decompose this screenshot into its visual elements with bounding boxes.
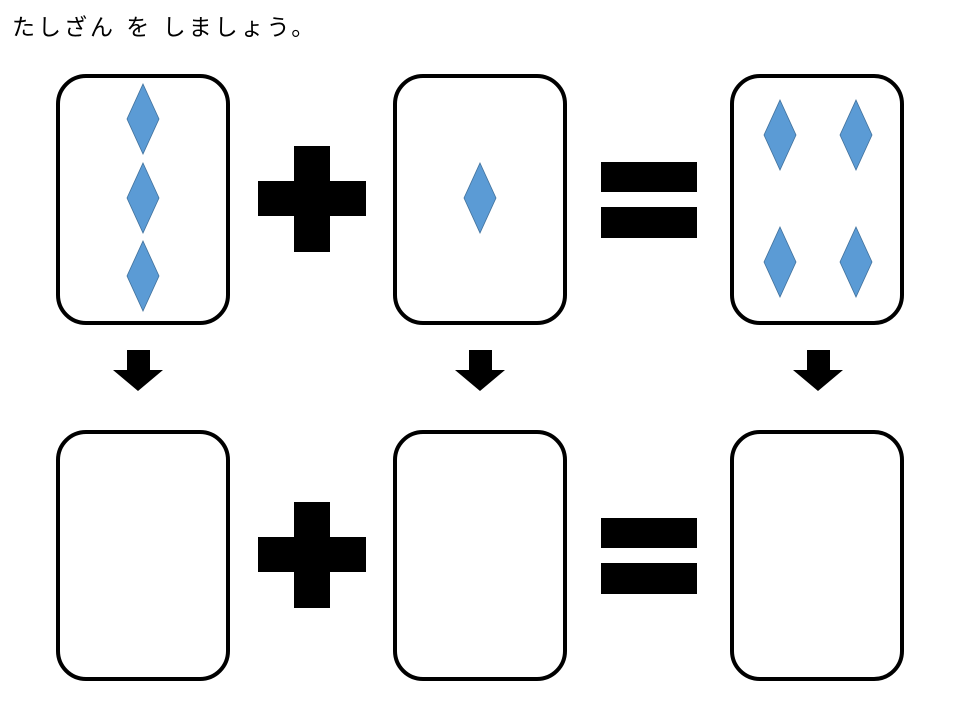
plus-sign	[258, 502, 366, 608]
diamond-icon	[463, 162, 497, 234]
arrows	[113, 350, 843, 391]
answer-row	[56, 430, 904, 681]
card-result	[730, 74, 904, 325]
diamond-icon	[126, 240, 160, 312]
diamond-icon	[839, 226, 873, 298]
plus-sign	[258, 146, 366, 252]
worksheet-title: たしざん を しましょう。	[12, 15, 318, 41]
top-row	[56, 74, 904, 325]
diamond-icon	[763, 99, 797, 171]
down-arrow-icon	[793, 350, 843, 391]
diamond-group	[126, 83, 873, 312]
answer-card-middle[interactable]	[393, 430, 567, 681]
equals-sign-bottom-bar	[601, 563, 697, 594]
diamond-icon	[763, 226, 797, 298]
answer-card-left[interactable]	[56, 430, 230, 681]
diamond-icon	[839, 99, 873, 171]
answer-card-result[interactable]	[730, 430, 904, 681]
down-arrow-icon	[113, 350, 163, 391]
equals-sign-bottom-bar	[601, 207, 697, 238]
diamond-icon	[126, 83, 160, 155]
down-arrow-icon	[455, 350, 505, 391]
equals-sign-top-bar	[601, 162, 697, 192]
equals-sign-top-bar	[601, 518, 697, 548]
diamond-icon	[126, 162, 160, 234]
